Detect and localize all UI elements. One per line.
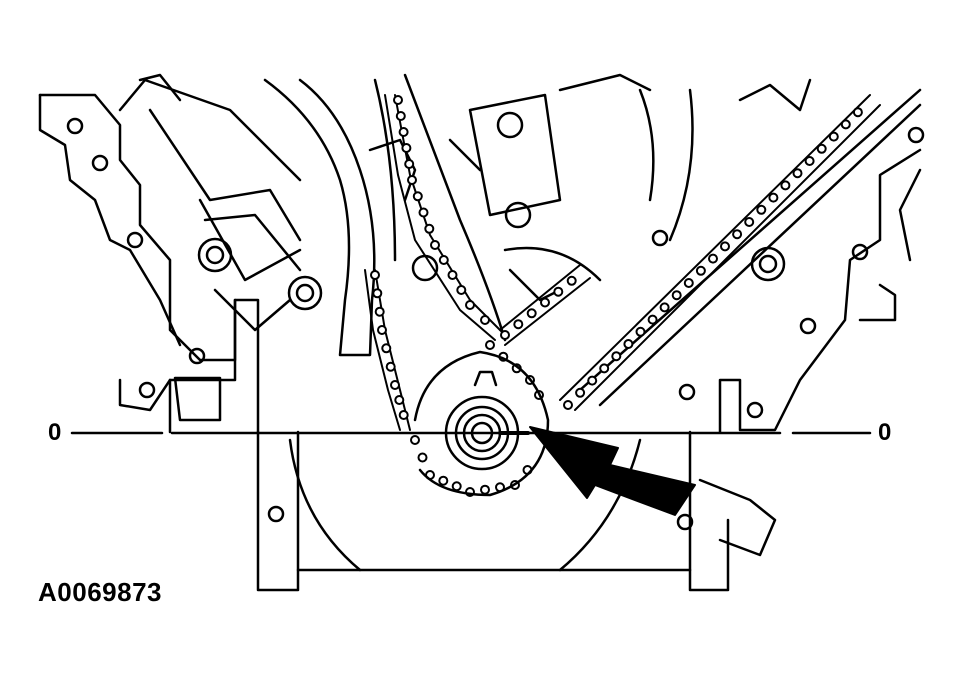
chain-link xyxy=(647,314,658,325)
chain-link xyxy=(671,290,682,301)
chain-link xyxy=(623,339,634,349)
left-cylinder-head xyxy=(38,73,323,422)
chain-link xyxy=(768,192,779,203)
chain-link xyxy=(372,288,383,299)
chain-link xyxy=(480,484,490,495)
engine-cover-outline xyxy=(168,298,730,592)
chain-link xyxy=(395,111,406,121)
chain-link xyxy=(447,270,458,280)
chain-link xyxy=(599,363,610,374)
chain-link xyxy=(840,119,851,130)
chain-link xyxy=(852,107,863,118)
chain-link xyxy=(381,343,392,354)
chain-link xyxy=(804,156,815,166)
chain-link xyxy=(438,475,449,486)
chain-link xyxy=(732,229,743,240)
chain-link xyxy=(587,375,598,386)
chain-link xyxy=(385,361,396,372)
chain-link xyxy=(635,326,646,337)
chain-link xyxy=(394,395,405,405)
chain-link xyxy=(412,191,423,202)
timing-mark-left-label: 0 xyxy=(48,419,62,446)
chain-link xyxy=(410,435,420,445)
chain-link xyxy=(744,217,755,227)
chain-link xyxy=(374,306,385,317)
chain-link xyxy=(526,308,537,319)
figure-id: A0069873 xyxy=(38,577,162,607)
chain-link xyxy=(398,410,409,420)
chain-link xyxy=(828,131,839,142)
chain-link xyxy=(780,180,791,191)
pointer-arrow xyxy=(529,426,696,516)
chain-link xyxy=(695,265,706,276)
chain-link xyxy=(401,143,412,153)
chain-link xyxy=(438,255,449,265)
chain-link xyxy=(575,387,586,398)
chain-link xyxy=(756,204,767,215)
chain-link xyxy=(540,297,550,308)
chain-link xyxy=(430,240,440,250)
chain-link xyxy=(659,302,670,313)
chain-link xyxy=(500,330,510,340)
chain-link xyxy=(456,285,467,295)
chain-link xyxy=(480,315,490,325)
chain-link xyxy=(418,207,429,218)
chain-tensioner xyxy=(448,73,652,302)
chain-link xyxy=(816,143,827,154)
left-chain-guide xyxy=(263,73,507,357)
chain-link xyxy=(393,95,403,105)
chain-link xyxy=(390,380,400,390)
chain-link xyxy=(451,481,462,492)
chain-link xyxy=(465,300,475,310)
chain-link xyxy=(553,286,564,297)
chain-link xyxy=(370,270,380,280)
chain-link xyxy=(424,223,435,234)
chain-link xyxy=(513,319,524,330)
chain-link xyxy=(611,351,622,362)
chain-link xyxy=(377,325,387,335)
chain-link xyxy=(417,452,428,463)
timing-mark-right-label: 0 xyxy=(878,419,892,446)
chain-link xyxy=(792,168,803,179)
chain-links xyxy=(370,95,863,497)
chain-link xyxy=(398,127,409,137)
chain-link xyxy=(485,340,495,350)
chain-link xyxy=(708,253,718,264)
chain-link xyxy=(563,400,573,410)
chain-link xyxy=(407,175,417,185)
chain-link xyxy=(720,241,730,252)
chain-link xyxy=(404,159,415,169)
crankshaft-sprocket xyxy=(413,350,550,497)
right-cylinder-head xyxy=(578,78,925,557)
chain-link xyxy=(566,275,577,286)
chain-link xyxy=(683,278,694,288)
